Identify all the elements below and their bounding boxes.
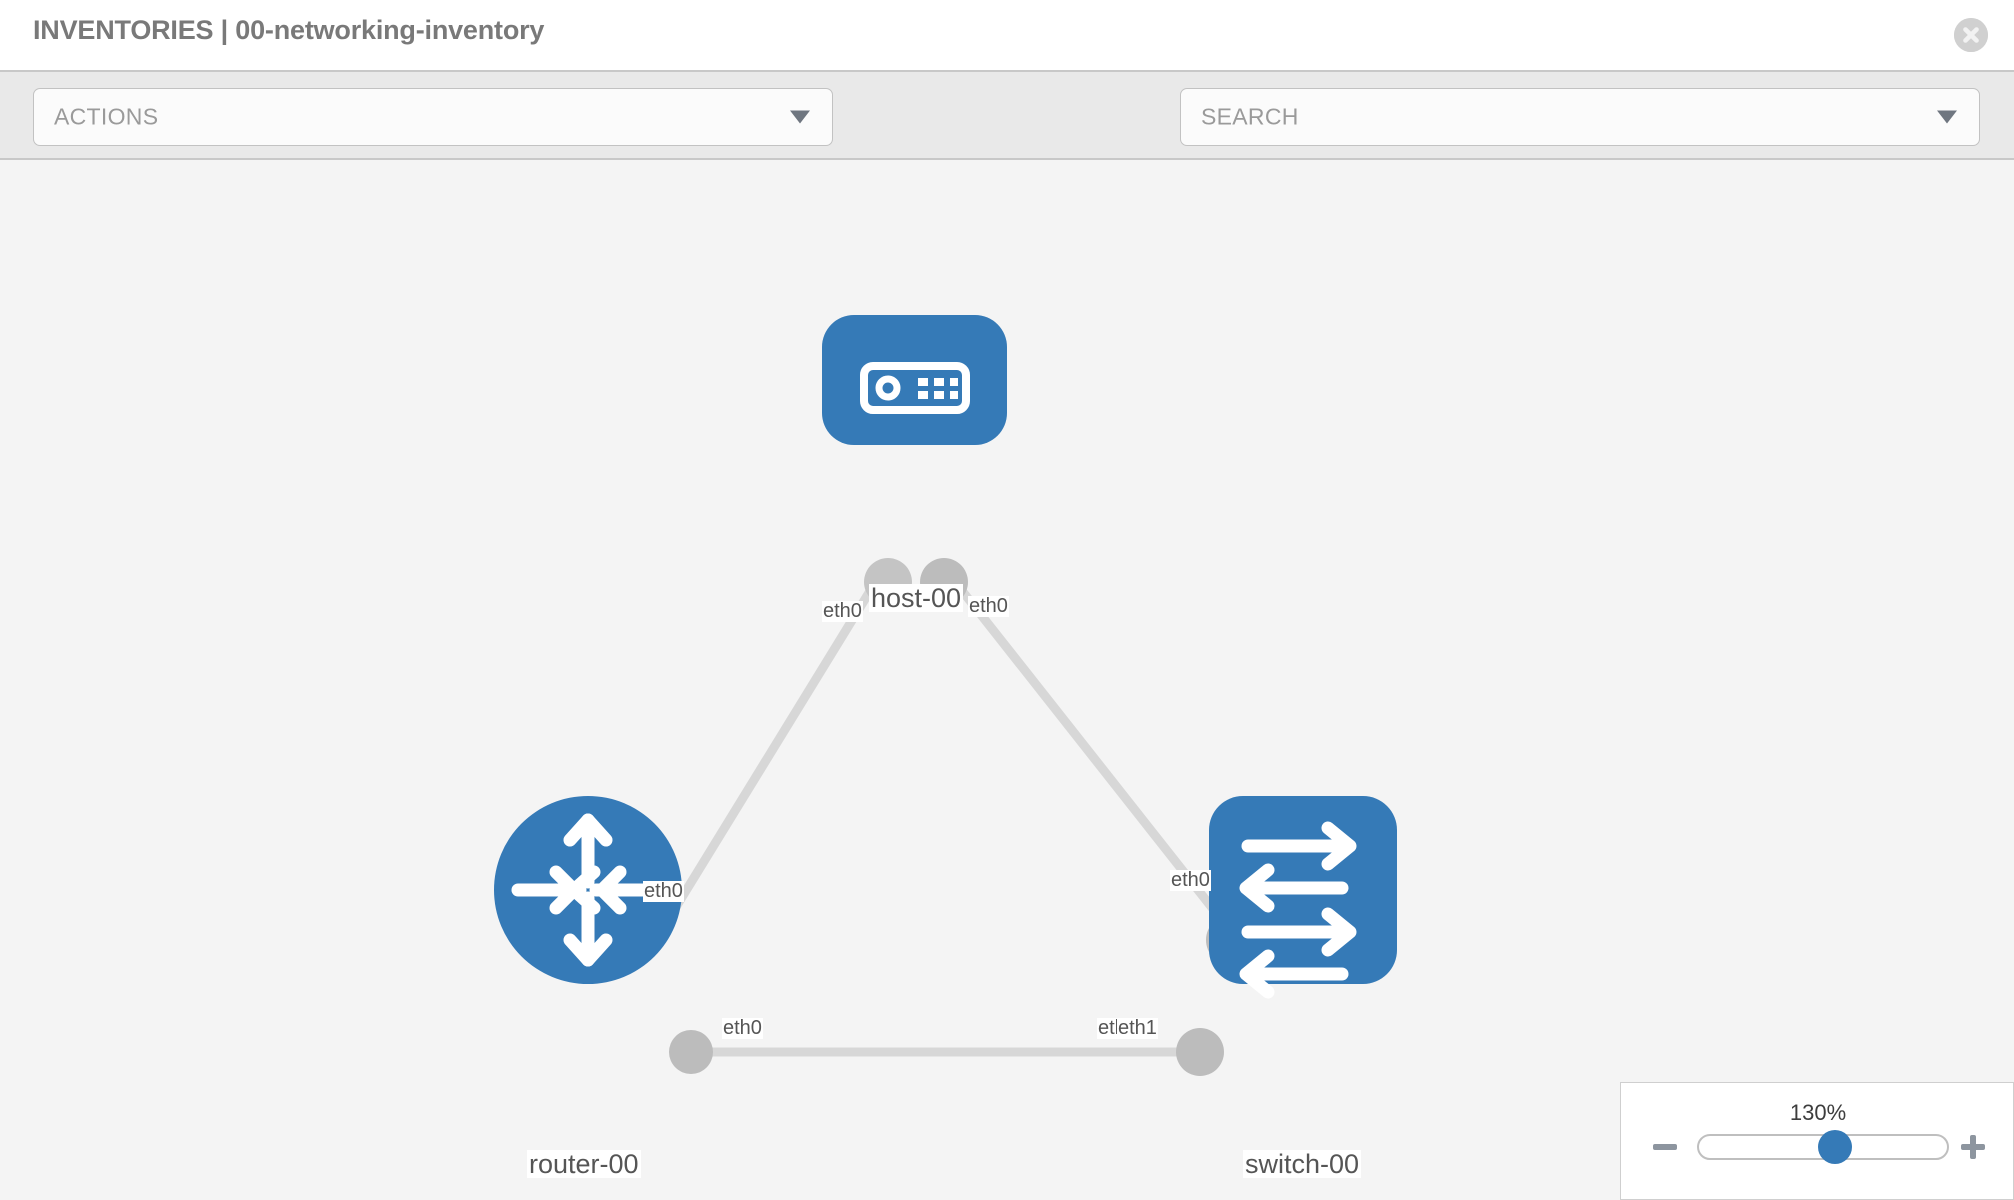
search-input[interactable]: SEARCH	[1180, 88, 1980, 146]
node-label-router-00: router-00	[527, 1149, 641, 1179]
link-host-router	[664, 575, 882, 923]
iface-label: eth0	[1170, 869, 1211, 891]
node-switch-00	[1209, 796, 1397, 999]
iface-label: eth0	[968, 595, 1009, 617]
actions-dropdown-label: ACTIONS	[54, 103, 159, 130]
zoom-out-button[interactable]	[1650, 1132, 1680, 1162]
toolbar: ACTIONS SEARCH	[0, 70, 2014, 198]
iface-label: eth1	[1117, 1017, 1158, 1039]
page-title: INVENTORIES | 00-networking-inventory	[33, 15, 545, 45]
zoom-control: 130%	[1620, 1082, 2014, 1200]
zoom-in-button[interactable]	[1958, 1132, 1988, 1162]
chevron-down-icon	[1937, 110, 1957, 124]
close-icon[interactable]	[1954, 18, 1988, 52]
zoom-level-label: 130%	[1789, 1100, 1847, 1125]
iface-stub	[1176, 1028, 1224, 1076]
zoom-slider-thumb[interactable]	[1818, 1130, 1852, 1164]
actions-dropdown[interactable]: ACTIONS	[33, 88, 833, 146]
topology-graph	[494, 315, 1397, 1076]
iface-label: eth0	[643, 880, 684, 902]
link-host-switch	[948, 575, 1232, 931]
page-header: INVENTORIES | 00-networking-inventory	[0, 0, 2014, 70]
search-placeholder: SEARCH	[1201, 103, 1299, 130]
iface-label: eth0	[822, 600, 863, 622]
chevron-down-icon	[790, 110, 810, 124]
topology-canvas[interactable]: host-00 router-00 switch-00 eth0 eth0 et…	[0, 160, 2014, 1200]
node-host-00	[822, 315, 1007, 445]
iface-stub	[669, 1030, 713, 1074]
node-label-host-00: host-00	[869, 583, 964, 613]
iface-label: eth0	[722, 1017, 763, 1039]
node-label-switch-00: switch-00	[1243, 1149, 1362, 1179]
